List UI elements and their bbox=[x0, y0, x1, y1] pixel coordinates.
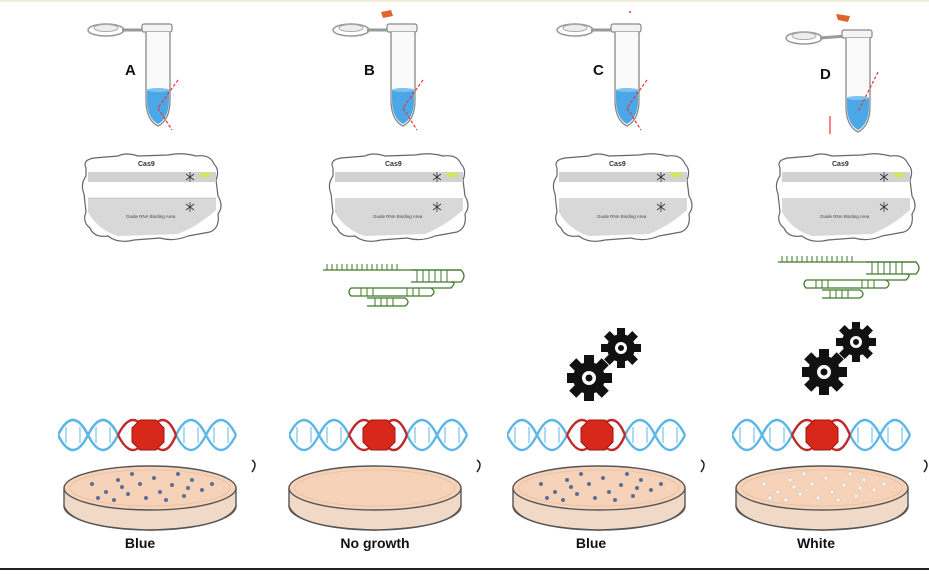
panel-a: A Cas9 Guide RNA Binding Area bbox=[48, 0, 278, 574]
panel-c: C Cas9 Guide RNA Binding Area bbox=[497, 0, 727, 574]
petri-dish bbox=[735, 459, 928, 531]
cas9-label: Cas9 bbox=[609, 161, 626, 168]
dna-helix bbox=[289, 418, 469, 452]
result-label: No growth bbox=[340, 535, 410, 551]
petri-dish bbox=[288, 459, 481, 531]
tube-label: B bbox=[364, 62, 375, 79]
top-border bbox=[0, 0, 929, 2]
result-label: White bbox=[796, 535, 836, 551]
guide-rna bbox=[778, 256, 920, 299]
cas9-protein: Cas9 Guide RNA Binding Area bbox=[81, 153, 222, 242]
petri-dish bbox=[63, 459, 256, 531]
cas9-label: Cas9 bbox=[832, 161, 849, 168]
petri-dish bbox=[512, 459, 705, 531]
tube-icon bbox=[87, 23, 179, 131]
panel-b: B Cas9 Guide RNA Binding Area bbox=[273, 0, 503, 574]
dna-helix bbox=[58, 418, 238, 452]
tube-label: A bbox=[125, 62, 136, 79]
guide-rna-area-label: Guide RNA Binding Area bbox=[126, 214, 176, 219]
panel-d: D Cas9 Guide RNA Binding Area bbox=[722, 0, 929, 574]
gears-icon bbox=[802, 322, 876, 395]
cas9-protein: Cas9 Guide RNA Binding Area bbox=[552, 153, 693, 242]
tube-label: D bbox=[820, 66, 831, 83]
dna-helix bbox=[507, 418, 687, 452]
result-label: Blue bbox=[124, 535, 156, 551]
tube-icon bbox=[332, 10, 424, 131]
guide-rna bbox=[323, 264, 465, 307]
tube-icon bbox=[785, 14, 879, 134]
cas9-label: Cas9 bbox=[385, 161, 402, 168]
bottom-border bbox=[0, 568, 929, 570]
cas9-protein: Cas9 Guide RNA Binding Area bbox=[328, 153, 469, 242]
tube-icon bbox=[556, 11, 648, 131]
guide-rna-area-label: Guide RNA Binding Area bbox=[373, 214, 423, 219]
tube-label: C bbox=[593, 62, 604, 79]
cas9-protein: Cas9 Guide RNA Binding Area bbox=[775, 153, 916, 242]
result-label: Blue bbox=[575, 535, 607, 551]
cas9-label: Cas9 bbox=[138, 161, 155, 168]
guide-rna-area-label: Guide RNA Binding Area bbox=[820, 214, 870, 219]
dna-helix bbox=[732, 418, 912, 452]
gears-icon bbox=[567, 328, 641, 401]
guide-rna-area-label: Guide RNA Binding Area bbox=[597, 214, 647, 219]
